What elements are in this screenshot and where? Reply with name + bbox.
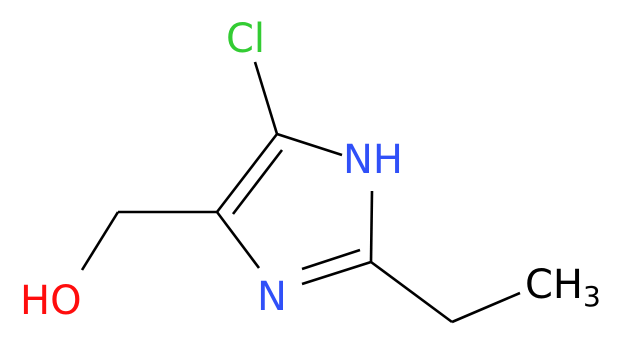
bond-c4-c5-inner	[231, 149, 284, 215]
bond-ch2-ch3	[451, 291, 521, 324]
atom-label-methyl: CH3	[525, 262, 601, 313]
bond-n1-c2	[369, 190, 374, 263]
atom-label-nh: NH	[343, 137, 403, 183]
atom-label-methyl-subscript: 3	[583, 280, 601, 313]
atom-label-chlorine: Cl	[226, 16, 265, 62]
bond-ch2-oh	[80, 211, 120, 271]
bond-c5-n1	[276, 132, 343, 157]
bond-c5-cl	[253, 61, 279, 135]
atom-label-methyl-main: CH	[525, 262, 583, 308]
bond-c4-c5	[215, 133, 279, 213]
bond-c2-ch2	[370, 260, 453, 324]
bond-c2-n3-inner	[301, 248, 361, 271]
atom-label-hydroxyl: HO	[20, 278, 82, 324]
atom-label-n: N	[257, 274, 287, 320]
bond-c2-n3	[301, 260, 372, 286]
bond-n3-c4	[215, 211, 261, 269]
